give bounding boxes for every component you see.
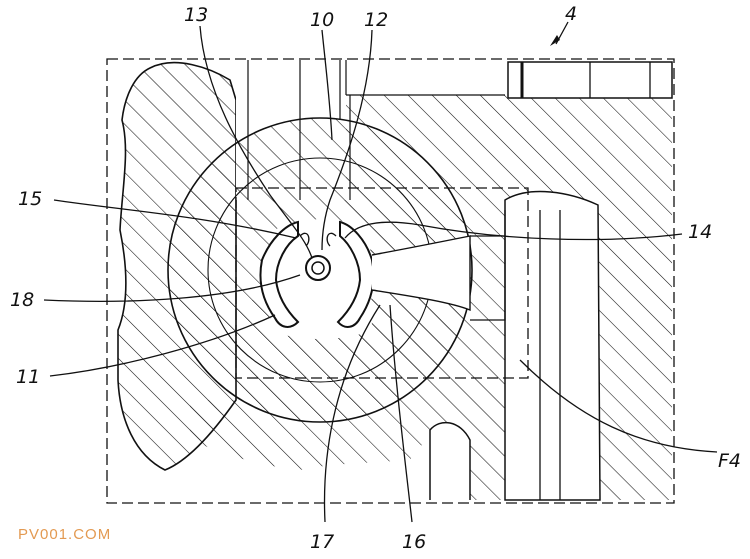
label-18: 18 (10, 289, 34, 311)
label-17: 17 (310, 531, 334, 553)
link-arm (371, 235, 471, 312)
label-10: 10 (310, 9, 334, 31)
arrow-4 (550, 35, 560, 46)
watermark-text: PV001.COM (18, 526, 112, 543)
label-12: 12 (364, 9, 388, 31)
housing-outline (106, 58, 675, 504)
label-15: 15 (18, 188, 42, 210)
hub (305, 255, 331, 281)
label-F4: F4 (718, 450, 741, 472)
inner-dashed-box (235, 187, 529, 379)
label-11: 11 (16, 366, 40, 388)
reference-labels: 13 10 12 4 15 14 18 11 F4 17 16 (10, 3, 741, 553)
label-4: 4 (565, 3, 577, 25)
leader-lines (43, 21, 718, 523)
label-16: 16 (402, 531, 426, 553)
label-14: 14 (688, 221, 712, 243)
vane-assembly (259, 219, 375, 339)
label-13: 13 (184, 4, 208, 26)
